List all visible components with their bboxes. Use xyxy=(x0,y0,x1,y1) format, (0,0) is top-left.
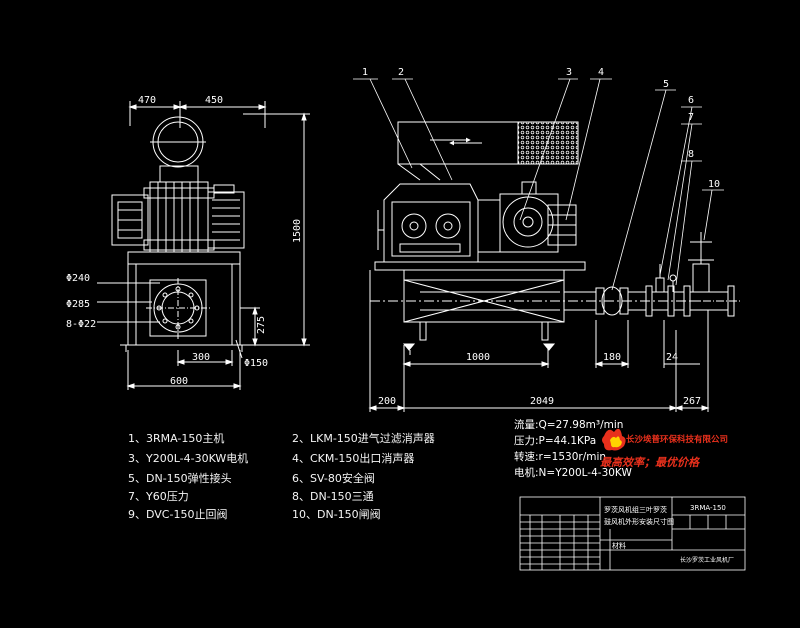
front-dimension-lines xyxy=(368,270,710,412)
dim-front-left: 200 xyxy=(378,396,396,407)
spec-flow: 流量:Q=27.98m³/min xyxy=(514,418,623,431)
dim-pipe-24: 24 xyxy=(666,352,678,363)
dim-base-hole: Φ150 xyxy=(244,358,268,369)
balloon-4: 4 xyxy=(598,67,604,78)
balloon-8: 8 xyxy=(688,149,694,160)
dim-side-right: 450 xyxy=(205,95,223,106)
dim-front-total: 2049 xyxy=(530,396,554,407)
part-item: 8、DN-150三通 xyxy=(292,490,374,503)
dim-flange-dia: Φ285 xyxy=(66,299,90,310)
balloon-6: 6 xyxy=(688,95,694,106)
spec-block: 流量:Q=27.98m³/min 压力:P=44.1KPa 转速:r=1530r… xyxy=(514,418,632,479)
part-item: 4、CKM-150出口消声器 xyxy=(292,451,414,465)
title-block xyxy=(519,496,746,571)
dim-base-width: 600 xyxy=(170,376,188,387)
part-item: 5、DN-150弹性接头 xyxy=(128,471,232,485)
balloon-10: 10 xyxy=(708,179,720,190)
dim-height: 1500 xyxy=(292,219,303,243)
balloon-2: 2 xyxy=(398,67,404,78)
balloon-7: 7 xyxy=(688,112,694,123)
part-item: 9、DVC-150止回阀 xyxy=(128,507,227,521)
title-model: 3RMA-150 xyxy=(690,504,726,512)
dim-flange-height: 275 xyxy=(256,316,267,334)
spec-speed: 转速:r=1530r/min xyxy=(514,450,606,463)
spec-motor: 电机:N=Y200L-4-30KW xyxy=(514,466,632,479)
dim-bolt-holes: 8-Φ22 xyxy=(66,319,96,330)
balloon-3: 3 xyxy=(566,67,572,78)
balloon-leaders xyxy=(353,78,724,291)
part-item: 10、DN-150闸阀 xyxy=(292,507,381,521)
dim-side-left: 470 xyxy=(138,95,156,106)
title-line-1: 罗茨风机组三叶罗茨 xyxy=(604,505,667,514)
front-view xyxy=(370,121,740,355)
dim-flange-offset: 300 xyxy=(192,352,210,363)
company-logo xyxy=(602,428,626,451)
part-item: 7、Y60压力 xyxy=(128,490,189,503)
side-view xyxy=(97,101,310,390)
title-material: 材料 xyxy=(612,541,626,550)
dim-pipe-180: 180 xyxy=(603,352,621,363)
company-name: 长沙埃普环保科技有限公司 xyxy=(626,434,728,445)
spec-pressure: 压力:P=44.1KPa xyxy=(514,434,596,447)
dim-front-span: 1000 xyxy=(466,352,490,363)
balloon-5: 5 xyxy=(663,79,669,90)
part-item: 3、Y200L-4-30KW电机 xyxy=(128,451,248,465)
dim-inlet-dia: Φ240 xyxy=(66,273,90,284)
part-item: 6、SV-80安全阀 xyxy=(292,471,375,485)
company-slogan: 最高效率；最优价格 xyxy=(600,456,701,469)
part-list: 1、3RMA-150主机 3、Y200L-4-30KW电机 5、DN-150弹性… xyxy=(128,431,435,521)
part-item: 1、3RMA-150主机 xyxy=(128,431,224,445)
part-item: 2、LKM-150进气过滤消声器 xyxy=(292,431,435,445)
title-manufacturer: 长沙罗茨工业风机厂 xyxy=(680,556,734,564)
dim-right-267: 267 xyxy=(683,396,701,407)
balloon-1: 1 xyxy=(362,67,368,78)
title-line-2: 鼓风机外形安装尺寸图 xyxy=(604,517,674,526)
